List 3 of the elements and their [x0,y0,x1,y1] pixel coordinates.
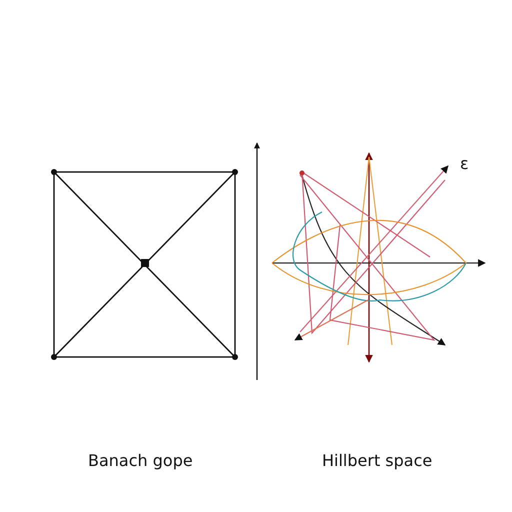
epsilon-label: ε [460,156,469,172]
banach-space-caption: Banach gope [88,453,193,469]
hilbert-space-caption: Hillbert space [322,453,432,469]
